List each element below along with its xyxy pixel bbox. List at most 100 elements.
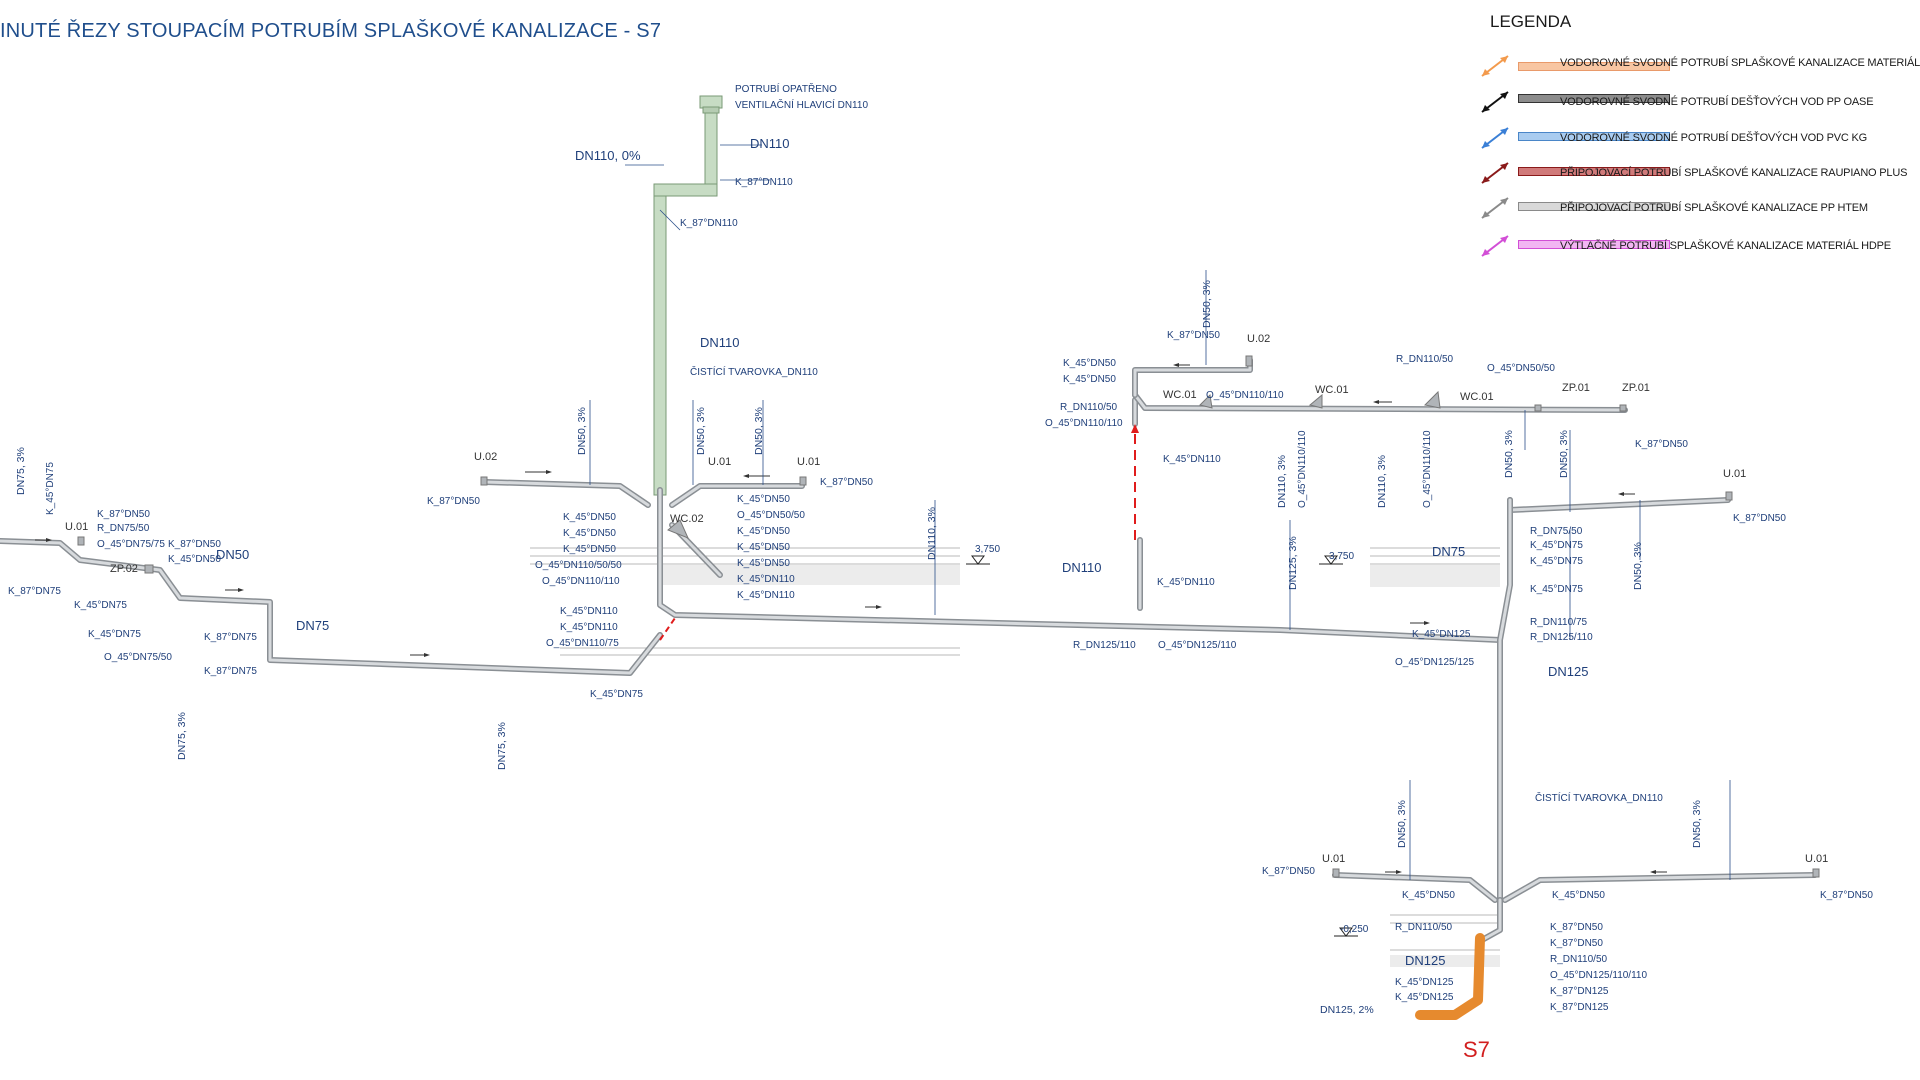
- label-k45dn75-left: K_45°DN75: [45, 462, 56, 515]
- label-o45-110-110-v: O_45°DN110/110: [1297, 430, 1308, 508]
- label-k45dn50-3: K_45°DN50: [563, 544, 616, 555]
- labels-left: DN75, 3% K_45°DN75 U.01 K_87°DN50 R_DN75…: [8, 447, 329, 760]
- label-dn110-0: DN110, 0%: [575, 148, 641, 163]
- label-k45dn50-b2: K_45°DN50: [1552, 890, 1605, 901]
- label-r-k45dn110-1: K_45°DN110: [737, 574, 795, 585]
- label-u01-right: U.01: [1723, 468, 1746, 480]
- label-r-k45dn50-2: K_45°DN50: [737, 526, 790, 537]
- label-k87dn50-right: K_87°DN50: [1733, 513, 1786, 524]
- label-zp01-b: ZP.01: [1622, 382, 1650, 394]
- label-k87dn50-top: K_87°DN50: [1167, 330, 1220, 341]
- label-dn50-3-c: DN50, 3%: [753, 407, 765, 455]
- label-k87dn50-l2: K_87°DN50: [168, 539, 221, 550]
- label-dn75-3-mid: DN75, 3%: [176, 712, 188, 760]
- label-k87dn50-b1: K_87°DN50: [1262, 866, 1315, 877]
- label-k45dn50-top1: K_45°DN50: [1063, 358, 1116, 369]
- label-dn125-2: DN125, 2%: [1320, 1004, 1374, 1016]
- label-dn125-right: DN125: [1548, 664, 1588, 679]
- drawing-title: INUTÉ ŘEZY STOUPACÍM POTRUBÍM SPLAŠKOVÉ …: [0, 20, 662, 42]
- legend-arrow-icon: [1481, 55, 1509, 77]
- label-r-k45dn50-4: K_45°DN50: [737, 558, 790, 569]
- label-k45dn50-top2: K_45°DN50: [1063, 374, 1116, 385]
- label-level-3750-a: 3,750: [975, 544, 1000, 555]
- label-dn50-left: DN50: [216, 547, 249, 562]
- label-wc01-b: WC.01: [1315, 384, 1349, 396]
- label-wc01-a: WC.01: [1163, 389, 1197, 401]
- floor-slab-left: [530, 547, 960, 656]
- label-u01-center: U.01: [708, 456, 731, 468]
- label-k87dn50-b4: K_87°DN50: [1550, 938, 1603, 949]
- flow-arrows: [35, 363, 1667, 874]
- label-k87dn75-l: K_87°DN75: [8, 586, 61, 597]
- label-dn125-3: DN125, 3%: [1287, 536, 1299, 590]
- label-r-o45-50-50: O_45°DN50/50: [737, 510, 805, 521]
- label-zp01-a: ZP.01: [1562, 382, 1590, 394]
- label-r110-75: R_DN110/75: [1530, 617, 1588, 628]
- legend-item: PŘIPOJOVACÍ POTRUBÍ SPLAŠKOVÉ KANALIZACE…: [1478, 194, 1918, 222]
- label-cisti-top: ČISTÍCÍ TVAROVKA_DN110: [690, 365, 818, 378]
- legend-text: VODOROVNÉ SVODNÉ POTRUBÍ DEŠŤOVÝCH VOD P…: [1560, 132, 1867, 144]
- label-wc02: WC.02: [670, 513, 704, 525]
- legend-swatch: [1518, 62, 1670, 71]
- red-connector: [659, 424, 1139, 641]
- legend-text: VÝTLAČNÉ POTRUBÍ SPLAŠKOVÉ KANALIZACE MA…: [1560, 240, 1891, 252]
- label-k45dn110-riser: K_45°DN110: [1157, 577, 1215, 588]
- label-k45dn75-r2: K_45°DN75: [1530, 556, 1583, 567]
- labels-center: POTRUBÍ OPATŘENO VENTILAČNÍ HLAVICÍ DN11…: [427, 82, 1000, 770]
- label-dn110-3-b: DN110, 3%: [1376, 455, 1388, 508]
- legend-arrow-icon: [1481, 197, 1509, 219]
- label-r110-50-b: R_DN110/50: [1396, 354, 1454, 365]
- label-u01-left: U.01: [65, 521, 88, 533]
- label-k87dn110-a: K_87°DN110: [735, 177, 793, 188]
- legend-title: LEGENDA: [1490, 12, 1572, 31]
- label-dn75-mid: DN75: [296, 618, 329, 633]
- label-r110-50-top: R_DN110/50: [1060, 402, 1118, 413]
- label-k87dn50-left: K_87°DN50: [427, 496, 480, 507]
- label-wc01-c: WC.01: [1460, 391, 1494, 403]
- label-k45dn50-1: K_45°DN50: [563, 512, 616, 523]
- label-dn50-3-b: DN50, 3%: [695, 407, 707, 455]
- label-k45dn50-2: K_45°DN50: [563, 528, 616, 539]
- label-k45dn75-l3: K_45°DN75: [88, 629, 141, 640]
- label-dn110-3-a: DN110, 3%: [1276, 455, 1288, 508]
- label-dn110-mid: DN110: [700, 335, 740, 350]
- label-k45dn75-r3: K_45°DN75: [1530, 584, 1583, 595]
- label-k45dn75-l2: K_45°DN75: [74, 600, 127, 611]
- legend-item: VODOROVNÉ SVODNÉ POTRUBÍ DEŠŤOVÝCH VOD P…: [1478, 88, 1918, 116]
- labels-bottom: DN50, 3% DN50, 3% U.01 U.01 K_87°DN50 K_…: [1262, 800, 1873, 1062]
- label-o45-110-110-v2: O_45°DN110/110: [1422, 430, 1433, 508]
- legend-swatch: [1518, 132, 1670, 141]
- label-k45dn110-1: K_45°DN110: [560, 606, 618, 617]
- label-o45-75-75: O_45°DN75/75: [97, 539, 165, 550]
- label-k45dn125-b1: K_45°DN125: [1395, 977, 1454, 988]
- legend-arrow-icon: [1481, 127, 1509, 149]
- label-dn50-3-top: DN50, 3%: [1201, 280, 1213, 328]
- label-o45-125-125: O_45°DN125/125: [1395, 657, 1474, 668]
- label-k45dn75-bottom: K_45°DN75: [590, 689, 643, 700]
- legend-text: PŘIPOJOVACÍ POTRUBÍ SPLAŠKOVÉ KANALIZACE…: [1560, 202, 1868, 214]
- label-r-k45dn110-2: K_45°DN110: [737, 590, 795, 601]
- label-dn75-3-bottom: DN75, 3%: [496, 722, 508, 770]
- label-dn50-3-right: DN50, 3%: [1632, 542, 1644, 590]
- label-dn75-3-left: DN75, 3%: [15, 447, 27, 495]
- label-k45dn50-l: K_45°DN50: [168, 554, 221, 565]
- label-u02-left: U.02: [474, 451, 497, 463]
- label-r125-110: R_DN125/110: [1073, 640, 1136, 651]
- legend-swatch: [1518, 94, 1670, 103]
- legend-item: VODOROVNÉ SVODNÉ POTRUBÍ SPLAŠKOVÉ KANAL…: [1478, 52, 1920, 80]
- label-cisti-bottom: ČISTÍCÍ TVAROVKA_DN110: [1535, 791, 1663, 804]
- legend-text: VODOROVNÉ SVODNÉ POTRUBÍ DEŠŤOVÝCH VOD P…: [1560, 96, 1874, 108]
- label-o45-110-110: O_45°DN110/110: [542, 576, 620, 587]
- legend-swatch: [1518, 240, 1670, 249]
- label-k87dn75-r1: K_87°DN75: [204, 632, 257, 643]
- label-k87dn125-2: K_87°DN125: [1550, 1002, 1609, 1013]
- vent-note-line1: POTRUBÍ OPATŘENO: [735, 82, 837, 95]
- leader-lines: [589, 144, 1731, 880]
- legend-swatch: [1518, 202, 1670, 211]
- vent-stack: [653, 95, 723, 496]
- label-k45dn110-top: K_45°DN110: [1163, 454, 1221, 465]
- label-dn110-top: DN110: [750, 136, 790, 151]
- label-r-k45dn50-1: K_45°DN50: [737, 494, 790, 505]
- label-k87dn50-r: K_87°DN50: [1635, 439, 1688, 450]
